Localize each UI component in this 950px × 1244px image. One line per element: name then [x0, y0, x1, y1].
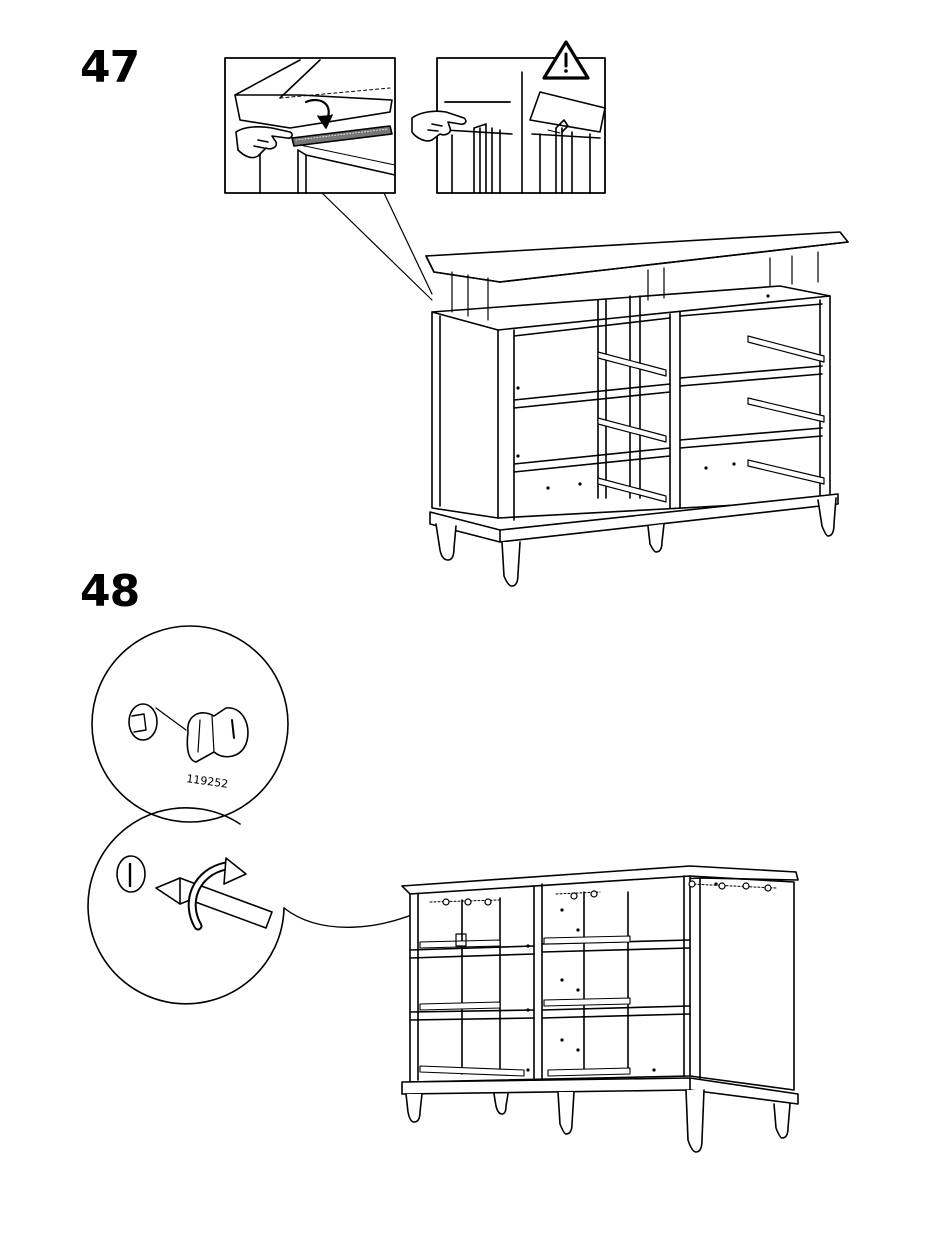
hand-icon: [236, 127, 292, 158]
callout-cam-lock: 119252: [92, 626, 288, 822]
dresser-step-47: [426, 232, 848, 586]
screwdriver-icon: [156, 878, 272, 928]
callout-leader: [322, 193, 432, 300]
part-number-label: 119252: [186, 772, 229, 791]
detail-box-press-top: [225, 58, 395, 193]
warning-triangle-icon: [544, 42, 588, 78]
hand-icon: [412, 111, 466, 141]
dresser-step-48: [402, 866, 798, 1152]
callout-screwdriver: [88, 808, 432, 1004]
